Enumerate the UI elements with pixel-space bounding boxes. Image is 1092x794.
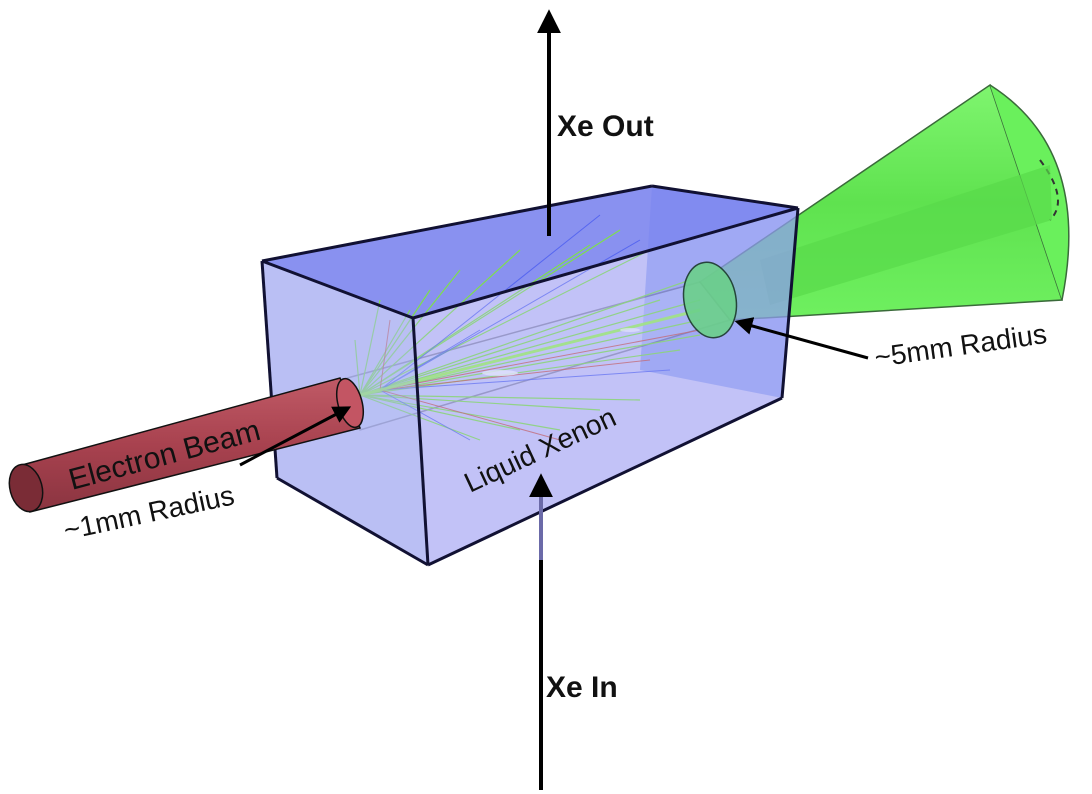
cone-radius-label: ~5mm Radius (873, 318, 1049, 373)
xe-in-label: Xe In (546, 671, 618, 704)
box-top-face (262, 186, 798, 318)
cone-base-circle (682, 261, 738, 339)
xe-out-label: Xe Out (557, 110, 654, 143)
beam-radius-arrow (239, 406, 352, 467)
xenon-box (260, 184, 800, 567)
cone-radius-arrow (734, 317, 869, 360)
